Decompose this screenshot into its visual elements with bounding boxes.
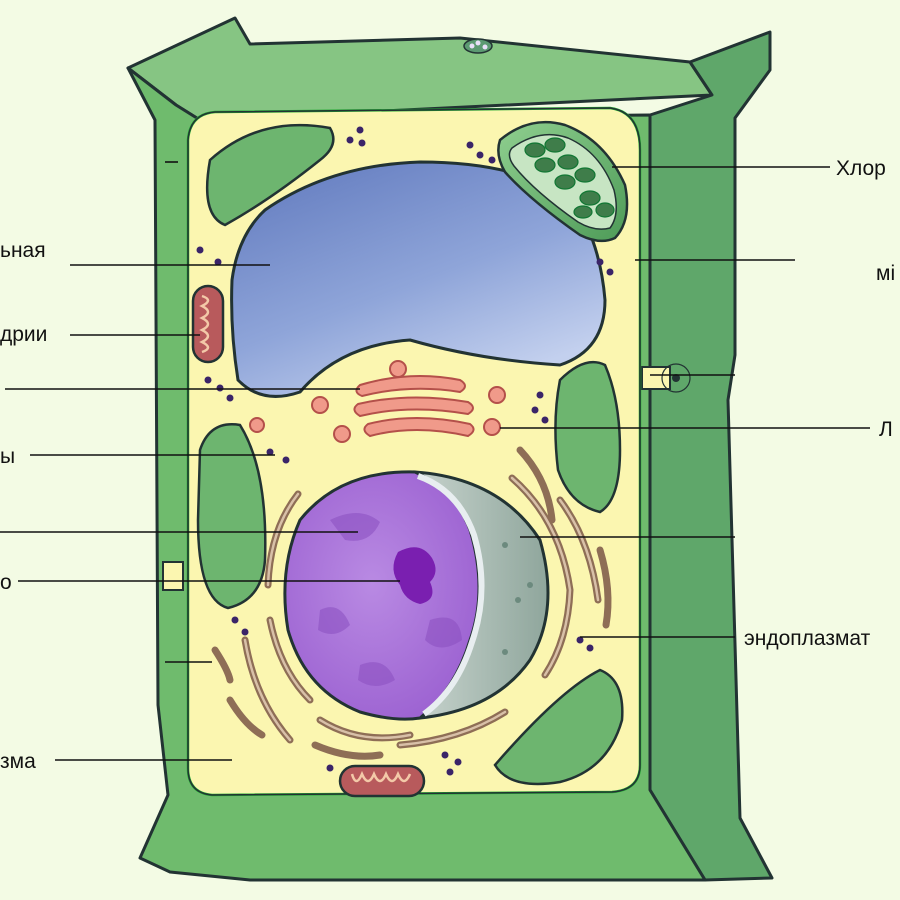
ribosomes: [196, 126, 614, 776]
label-cytoplasm: зма: [0, 750, 36, 773]
label-chloroplast: Хлор: [836, 157, 886, 180]
plasmodesma-left: [162, 561, 184, 591]
mitochondria: [191, 284, 426, 798]
label-endoplasmic-reticulum: эндоплазмат: [744, 627, 871, 650]
chloroplast-detailed: [497, 120, 629, 243]
plasmodesma-right: [641, 366, 671, 390]
cell-wall-top-face: [126, 16, 714, 122]
label-nucleolus: о: [0, 571, 12, 594]
cell-wall-right-face: [648, 30, 774, 882]
label-ribosomes: ы: [0, 445, 16, 468]
chloroplasts: [196, 123, 624, 786]
golgi-apparatus: [249, 360, 506, 443]
label-lysosome: Л: [879, 418, 893, 441]
label-membrane: мі: [876, 262, 896, 285]
nucleolus: [393, 547, 436, 604]
nucleus: [283, 470, 550, 721]
leader-lines: [0, 161, 870, 761]
label-mitochondria: дрии: [0, 323, 48, 346]
label-vacuole: ьная: [0, 239, 46, 262]
vacuole: [230, 160, 607, 398]
